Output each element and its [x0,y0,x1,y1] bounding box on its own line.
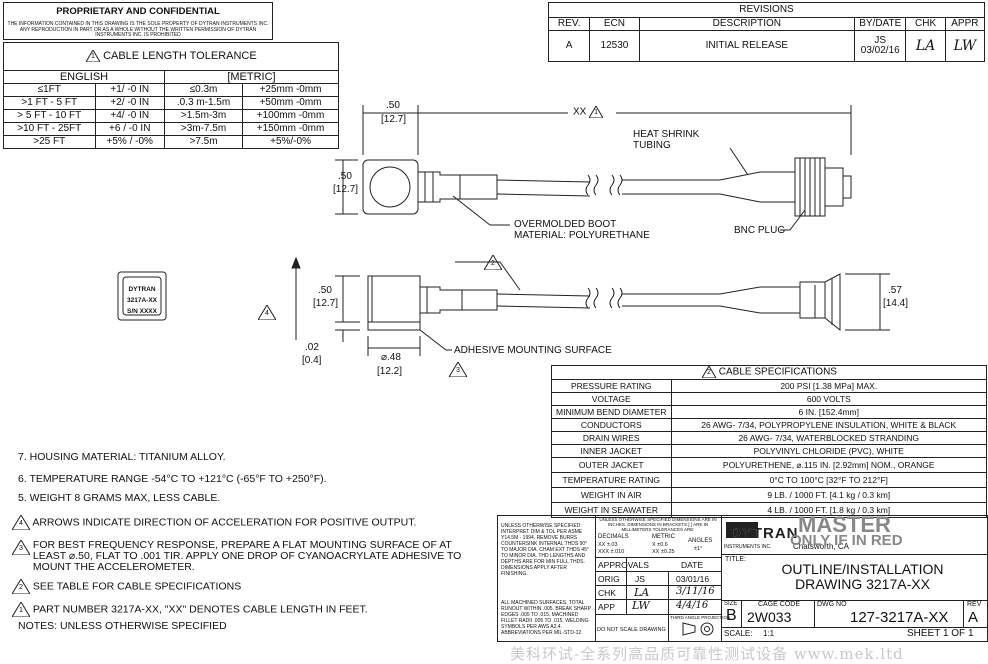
dim-side-height-mm: [12.7] [333,184,359,195]
only-red-stamp: ONLY IF IN RED [790,532,903,549]
heat-shrink-tubing [719,171,796,203]
overmolded-boot-top [417,171,498,203]
proprietary-title: PROPRIETARY AND CONFIDENTIAL [56,6,220,17]
tolerance-table: ENGLISH [METRIC] ≤1FT+1/ -0 IN≤0.3m+25mm… [3,70,340,149]
projection-symbol [682,622,714,636]
adhesive-label: ADHESIVE MOUNTING SURFACE [454,345,612,356]
dim-diameter-mm: [12.2] [377,366,403,377]
specs-title-row: 2 CABLE SPECIFICATIONS [551,365,987,379]
note-6: 6. TEMPERATURE RANGE -54°C TO +121°C (-6… [18,473,327,485]
cage-code: 2W033 [747,609,792,625]
english-header: ENGLISH [3,70,165,84]
machined-notes: ALL MACHINED SURFACES. TOTAL RUNOUT WITH… [501,600,591,636]
dim-recess: .02 [305,342,319,353]
title-label: TITLE: [725,556,747,563]
company-logo [726,522,758,538]
note-1: 1 PART NUMBER 3217A-XX, "XX" DENOTES CAB… [12,602,368,617]
note-3: 3 FOR BEST FREQUENCY RESPONSE, PREPARE A… [12,540,461,573]
tolerance-head: UNLESS OTHERWISE SPECIFIED DIMENSIONS AR… [599,517,717,532]
tolerance-title: CABLE LENGTH TOLERANCE [103,50,257,62]
title-block: UNLESS OTHERWISE SPECIFIED: INTERPRET DI… [497,512,988,642]
note-2: 2 SEE TABLE FOR CABLE SPECIFICATIONS [12,579,241,594]
specs-title: CABLE SPECIFICATIONS [718,366,837,378]
dim-lower-height: .50 [318,285,332,296]
sensor-label-plate [117,271,167,321]
dim-top-width: .50 [386,100,400,111]
dim-bnc-height: .57 [888,285,902,296]
bnc-label: BNC PLUG [734,225,786,236]
master-stamp: MASTER [798,512,891,537]
overmolded-boot-side [419,286,498,314]
sheet-size: B [726,607,737,624]
watermark: 美科环试-全系列高品质可靠性测试设备 www.mek.ltd [510,645,904,663]
note-marker-2: 2 [484,255,502,270]
scale-value: 1:1 [763,629,775,638]
notes-footer: NOTES: UNLESS OTHERWISE SPECIFIED [18,620,227,632]
dim-side-height: .50 [338,171,352,182]
note-marker-1: 1 [86,50,100,63]
dim-bnc-height-mm: [14.4] [883,298,909,309]
dim-lower-height-mm: [12.7] [313,298,339,309]
table-row: > 5 FT - 10 FT+4/ -0 IN>1.5m-3m+100mm -0… [3,109,339,123]
proprietary-notice: PROPRIETARY AND CONFIDENTIAL THE INFORMA… [3,2,273,40]
note-5: 5. WEIGHT 8 GRAMS MAX, LESS CABLE. [18,492,221,504]
company-instruments: INSTRUMENTS INC. [724,544,772,550]
dim-cable-length: XX 1 [573,106,604,118]
table-row: >10 FT - 25FT+6 / -0 IN>3m-7.5m+150mm -0… [3,122,339,136]
proprietary-text: THE INFORMATION CONTAINED IN THIS DRAWIN… [7,21,269,38]
dim-diameter: ⌀.48 [381,352,401,363]
table-row: >25 FT+5% / -0%>7.5m+5%/-0% [3,135,339,149]
sensor-cap-circle [369,166,411,208]
note-marker-1: 1 [589,106,604,118]
heat-shrink-side [719,286,801,314]
note-4: 4 ARROWS INDICATE DIRECTION OF ACCELERAT… [12,515,416,530]
note-marker-4: 4 [258,305,276,320]
table-row: >1 FT - 5 FT+2/ -0 IN.0.3 m-1.5m+50mm -0… [3,96,339,110]
revisions-table: REVISIONS REV. ECN DESCRIPTION BY/DATE C… [547,2,986,62]
tolerance-title-row: 1 CABLE LENGTH TOLERANCE [3,42,339,71]
bnc-plug-side [799,273,841,332]
revision-letter: A [968,609,979,626]
general-notes: UNLESS OTHERWISE SPECIFIED: INTERPRET DI… [501,523,589,577]
note-marker-3: 3 [449,362,467,377]
drawing-number: 127-3217A-XX [850,609,949,626]
company-location: Chatsworth, CA [793,542,850,551]
note-7: 7. HOUSING MATERIAL: TITANIUM ALLOY. [18,451,226,463]
note-marker-2: 2 [702,366,716,378]
dim-top-width-mm: [12.7] [381,114,407,125]
sheet-number: SHEET 1 OF 1 [907,628,974,639]
dim-recess-mm: [0.4] [302,355,322,366]
company-name: DYTRAN [730,525,799,542]
